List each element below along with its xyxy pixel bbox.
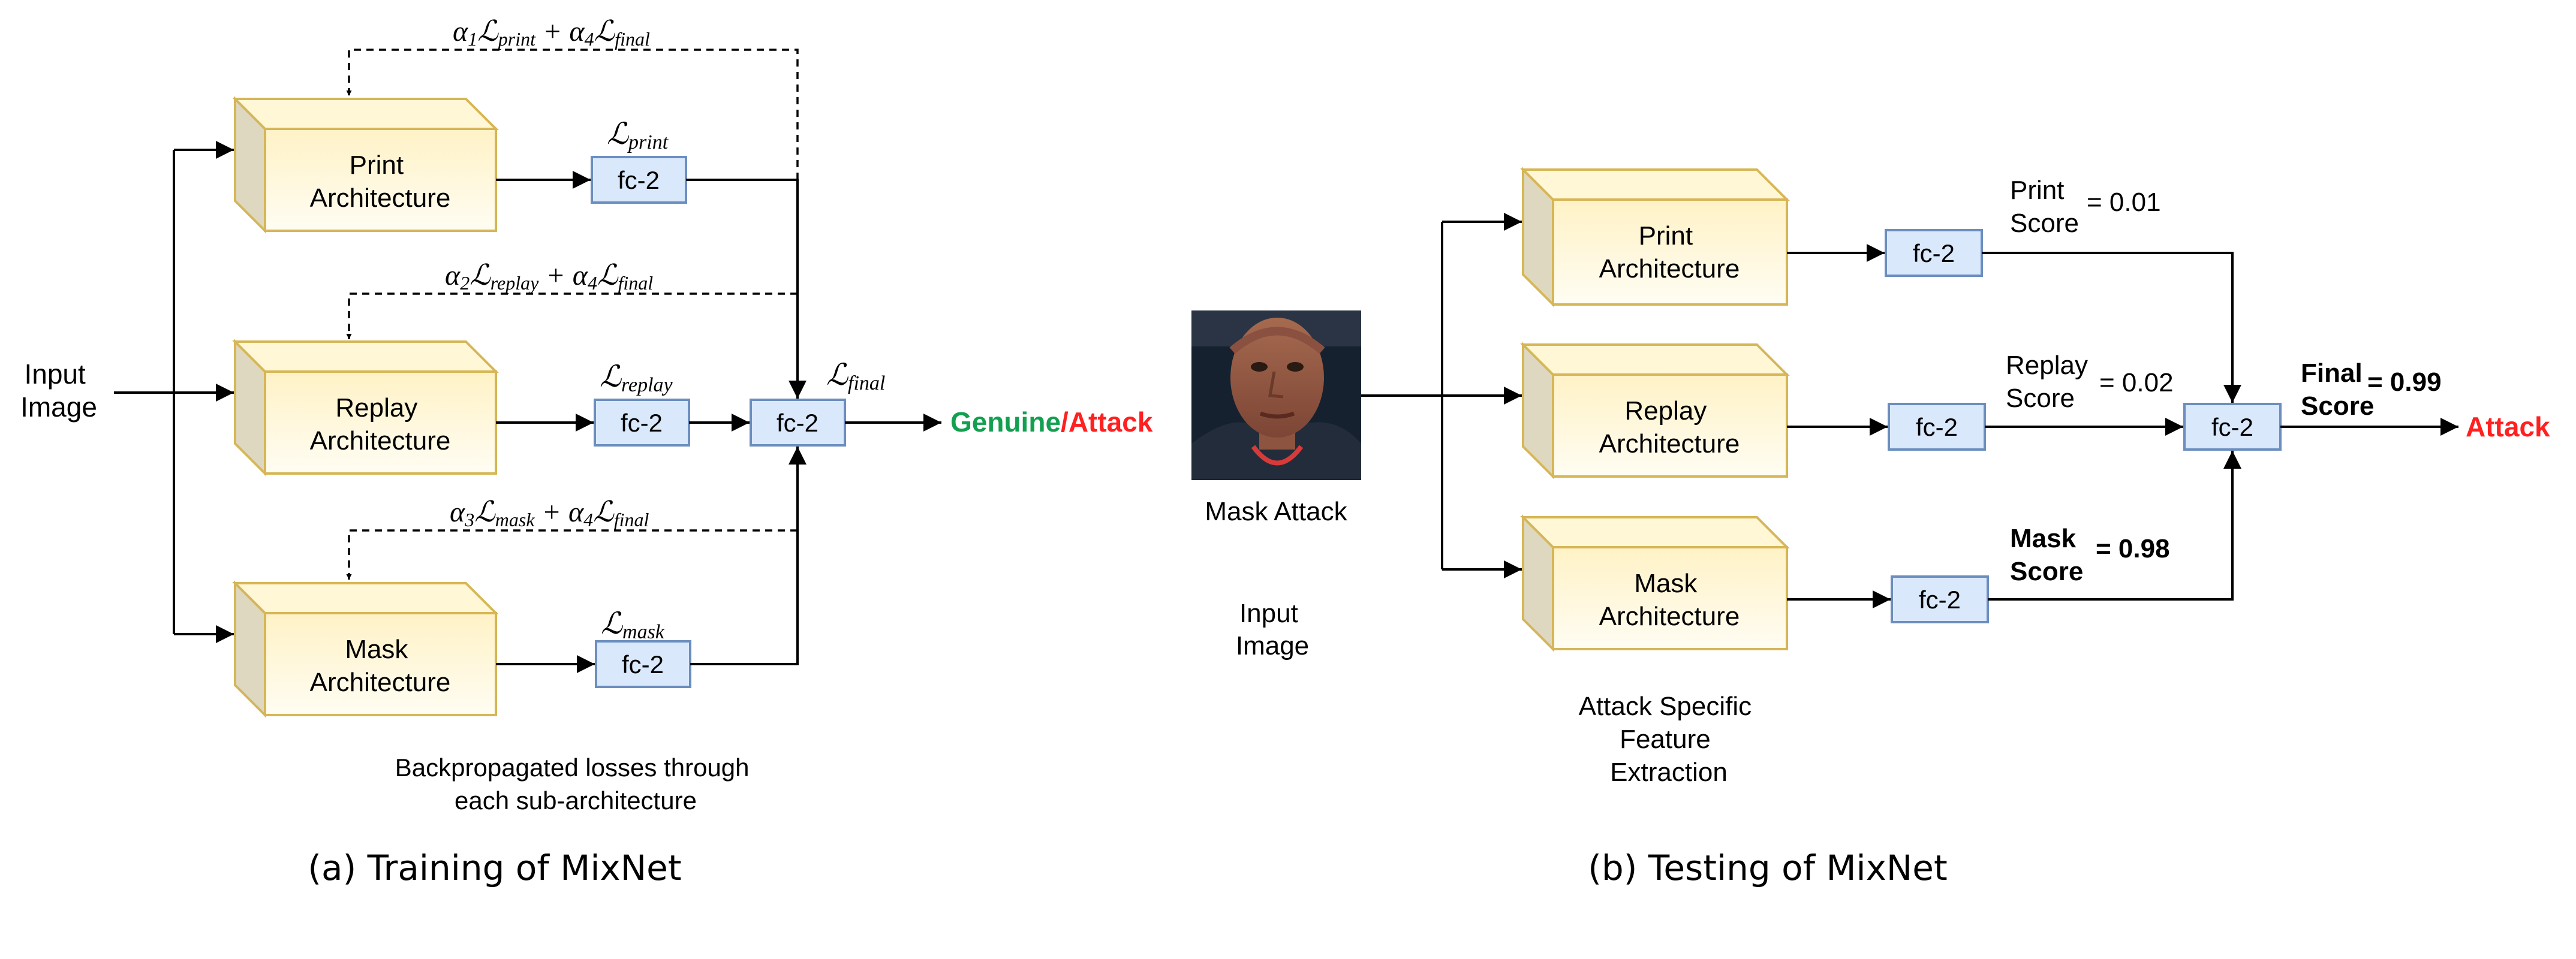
training-caption: (a) Training of MixNet — [308, 848, 681, 888]
train-input-label: Input Image — [20, 358, 97, 423]
replay-score-label: Replay Score = 0.02 — [2006, 351, 2174, 413]
svg-text:fc-2: fc-2 — [621, 409, 663, 437]
train-replay-architecture-block: Replay Architecture — [232, 339, 499, 477]
train-fc-final: fc-2 — [750, 399, 846, 447]
mask-attack-face-image — [1191, 310, 1361, 480]
test-fc-mask: fc-2 — [1891, 575, 1989, 623]
svg-text:Score: Score — [2010, 209, 2079, 238]
svg-text:fc-2: fc-2 — [777, 409, 818, 437]
train-print-architecture-block: Print Architecture — [232, 96, 499, 234]
svg-text:fc-2: fc-2 — [622, 650, 664, 678]
svg-text:Replay Architecture: Replay Architecture — [1599, 396, 1740, 459]
backprop-note: Backpropagated losses through each sub-a… — [395, 753, 756, 815]
testing-caption: (b) Testing of MixNet — [1588, 848, 1947, 888]
mask-score-label: Mask Score = 0.98 — [2010, 524, 2170, 586]
testing-panel: Mask Attack Input Image Print Architectu… — [1191, 167, 2550, 888]
training-panel: Input Image Print Architecture — [20, 16, 1153, 888]
feature-extraction-note: Attack Specific Feature Extraction — [1579, 692, 1759, 787]
svg-text:Score: Score — [2301, 391, 2374, 421]
train-fc-mask: fc-2 — [595, 640, 691, 688]
test-print-architecture-block: Print Architecture — [1520, 167, 1790, 307]
test-replay-architecture-block: Replay Architecture — [1520, 342, 1790, 480]
svg-text:Score: Score — [2006, 384, 2075, 413]
train-mask-architecture-block: Mask Architecture — [232, 580, 499, 718]
backprop-mask-formula: α3ℒmask + α4ℒfinal — [450, 496, 649, 530]
svg-text:= 0.98: = 0.98 — [2096, 534, 2170, 563]
train-input-edges — [114, 141, 234, 643]
svg-text:= 0.02: = 0.02 — [2099, 368, 2174, 397]
test-output-label: Attack — [2466, 411, 2550, 442]
train-fc-print: fc-2 — [591, 156, 687, 204]
test-mask-architecture-block: Mask Architecture — [1520, 514, 1790, 652]
loss-print-label: ℒprint — [607, 117, 669, 153]
svg-text:fc-2: fc-2 — [1913, 239, 1955, 267]
backprop-edges — [346, 49, 799, 580]
backprop-replay-formula: α2ℒreplay + α4ℒfinal — [445, 260, 653, 294]
test-fc-final: fc-2 — [2183, 403, 2282, 451]
svg-text:Print Architecture: Print Architecture — [310, 150, 451, 213]
svg-text:= 0.99: = 0.99 — [2367, 367, 2442, 397]
loss-replay-label: ℒreplay — [600, 360, 673, 396]
svg-text:fc-2: fc-2 — [2211, 413, 2253, 441]
svg-text:Mask: Mask — [2010, 524, 2077, 553]
svg-text:fc-2: fc-2 — [618, 166, 660, 194]
loss-mask-label: ℒmask — [601, 607, 665, 643]
svg-text:Score: Score — [2010, 557, 2083, 586]
print-score-label: Print Score = 0.01 — [2010, 176, 2161, 238]
svg-text:= 0.01: = 0.01 — [2087, 188, 2161, 217]
train-fc-replay: fc-2 — [594, 399, 690, 447]
svg-text:Replay Architecture: Replay Architecture — [310, 393, 451, 456]
final-score-label: Final Score = 0.99 — [2301, 358, 2442, 421]
test-fc-replay: fc-2 — [1888, 403, 1986, 451]
svg-text:Final: Final — [2301, 358, 2363, 388]
svg-text:Replay: Replay — [2006, 351, 2088, 380]
svg-text:Mask Architecture: Mask Architecture — [1599, 569, 1740, 631]
svg-text:Print: Print — [2010, 176, 2064, 205]
backprop-print-formula: α1ℒprint + α4ℒfinal — [453, 16, 650, 50]
test-input-label: Input Image — [1236, 599, 1309, 661]
loss-final-label: ℒfinal — [826, 358, 885, 394]
test-fc-print: fc-2 — [1885, 229, 1983, 277]
mask-attack-image-label: Mask Attack — [1205, 497, 1347, 526]
test-input-edges — [1361, 213, 1522, 578]
svg-text:Mask Architecture: Mask Architecture — [310, 635, 451, 697]
svg-text:fc-2: fc-2 — [1919, 586, 1961, 614]
svg-text:Print Architecture: Print Architecture — [1599, 221, 1740, 284]
svg-text:fc-2: fc-2 — [1916, 413, 1958, 441]
train-output-label: Genuine/Attack — [950, 406, 1153, 438]
